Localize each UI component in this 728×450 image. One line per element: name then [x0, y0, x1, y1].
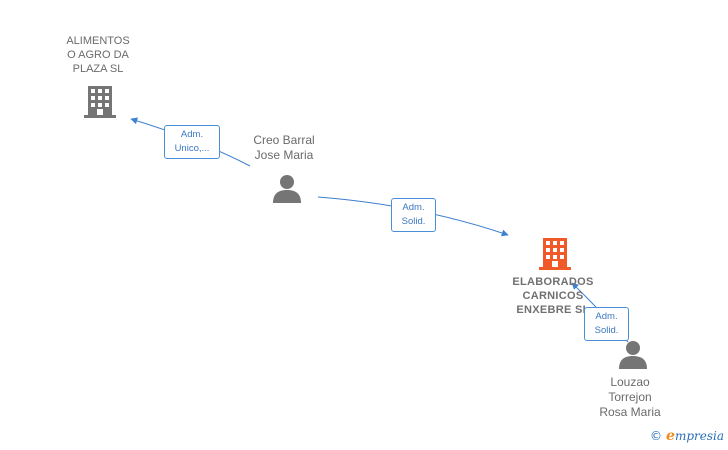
- node-label-alimentos[interactable]: ALIMENTOS O AGRO DA PLAZA SL: [66, 35, 130, 75]
- brand-initial: e: [666, 428, 675, 444]
- edge-label-creo-elaborados[interactable]: Adm. Solid.: [391, 198, 436, 232]
- edge-label-creo-alimentos[interactable]: Adm. Unico,...: [164, 125, 220, 159]
- copyright-symbol: ©: [650, 429, 663, 443]
- building-icon: [539, 238, 571, 270]
- building-icon: [84, 86, 116, 118]
- person-icon: [619, 341, 647, 369]
- brand-name: mpresia: [674, 429, 724, 443]
- edge-label-louzao-elaborados[interactable]: Adm. Solid.: [584, 307, 629, 341]
- brand-logo: ©empresia: [650, 428, 724, 444]
- node-label-creo[interactable]: Creo Barral Jose Maria: [253, 133, 315, 162]
- person-icon: [273, 175, 301, 203]
- node-label-louzao[interactable]: Louzao Torrejon Rosa Maria: [599, 375, 661, 419]
